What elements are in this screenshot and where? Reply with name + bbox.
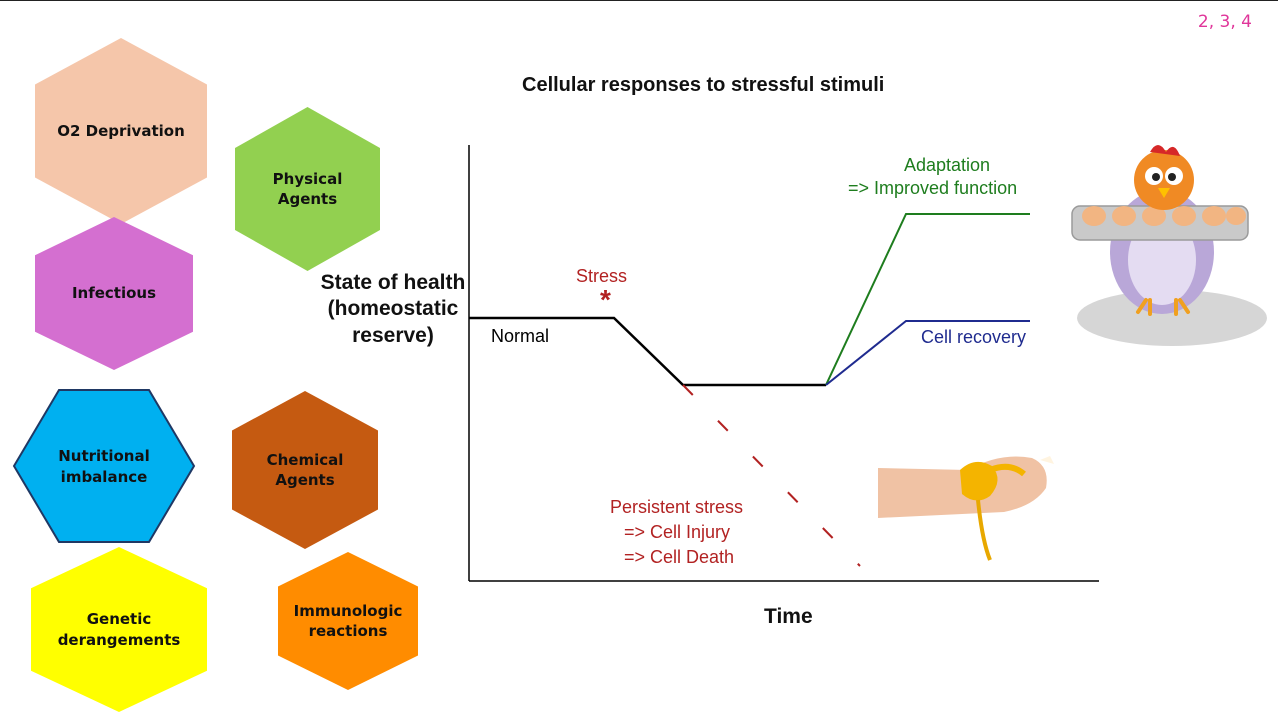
- recovery-line: [825, 320, 1030, 386]
- hex-immunologic-reactions: Immunologic reactions: [278, 552, 418, 690]
- hex-label: Physical Agents: [272, 169, 343, 208]
- cell-injury-label: => Cell Injury: [624, 522, 731, 542]
- y-axis-label: State of health (homeostatic reserve): [320, 271, 466, 347]
- hex-o2-deprivation: O2 Deprivation: [35, 38, 207, 224]
- adaptation-label: Adaptation: [904, 155, 991, 175]
- page-reference: 2, 3, 4: [1197, 12, 1252, 32]
- x-axis-label: Time: [764, 605, 813, 628]
- stress-label: Stress: [576, 266, 628, 286]
- recovery-label: Cell recovery: [921, 327, 1027, 347]
- hex-label: Genetic derangements: [57, 610, 181, 649]
- adaptation-line: [825, 213, 1030, 386]
- hex-label: O2 Deprivation: [57, 121, 185, 140]
- hex-nutritional-imbalance: Nutritional imbalance: [12, 389, 196, 544]
- hex-label: Infectious: [71, 284, 157, 303]
- hen-icon: [1071, 145, 1267, 346]
- cell-death-label: => Cell Death: [624, 547, 735, 567]
- hex-label: Immunologic reactions: [293, 601, 403, 640]
- chart-title: Cellular responses to stressful stimuli: [522, 74, 885, 96]
- hex-nutritional-outline: [12, 389, 196, 543]
- hex-label: Nutritional imbalance: [58, 447, 150, 486]
- normal-label: Normal: [491, 326, 550, 346]
- stress-mark: *: [600, 284, 611, 315]
- injury-line: [682, 384, 861, 567]
- adaptation-sub-label: => Improved function: [848, 178, 1018, 198]
- top-rule: [0, 0, 1278, 1]
- persistent-stress-label: Persistent stress: [610, 497, 744, 517]
- hand-crushing-egg-icon: [878, 456, 1054, 561]
- normal-line: [469, 316, 826, 387]
- hex-label: Chemical Agents: [266, 450, 344, 489]
